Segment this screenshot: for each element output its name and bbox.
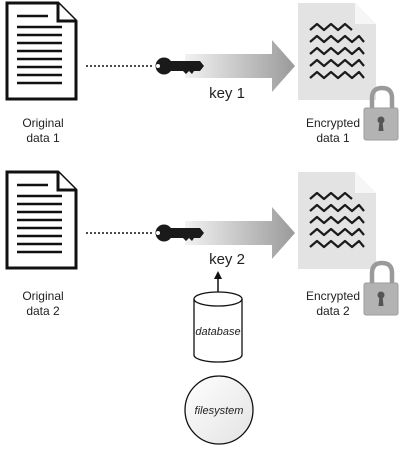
filesystem-icon — [184, 375, 254, 445]
original-data-1-label-line2: data 1 — [26, 131, 60, 145]
padlock-2-icon — [363, 260, 399, 316]
encrypt-arrow-2 — [185, 207, 295, 259]
database-to-key-arrow — [214, 271, 222, 293]
original-data-2-label-line2: data 2 — [26, 304, 60, 318]
encrypted-data-2-label-line2: data 2 — [316, 304, 350, 318]
row-1: Original data 1 key 1 — [5, 1, 399, 145]
original-data-1-label-line1: Original — [22, 116, 63, 130]
key-1-label: key 1 — [209, 85, 245, 102]
encrypted-document-2-icon — [298, 172, 376, 269]
original-document-1-icon — [5, 1, 78, 101]
row-2: Original data 2 key 2 — [5, 170, 399, 318]
encrypted-data-1-label-line2: data 1 — [316, 131, 350, 145]
filesystem-label: filesystem — [195, 405, 244, 417]
padlock-1-icon — [363, 85, 399, 141]
database-label: database — [195, 326, 240, 338]
key-1-icon — [155, 57, 204, 75]
encrypted-document-1-icon — [298, 3, 376, 100]
key-2-label: key 2 — [209, 251, 245, 268]
key-2-icon — [155, 224, 204, 242]
original-data-2-label-line1: Original — [22, 289, 63, 303]
encrypted-data-1-label-line1: Encrypted — [306, 116, 360, 130]
original-document-2-icon — [5, 170, 78, 270]
encrypted-data-2-label-line1: Encrypted — [306, 289, 360, 303]
database-icon — [193, 291, 243, 363]
encrypt-arrow-1 — [185, 40, 295, 92]
